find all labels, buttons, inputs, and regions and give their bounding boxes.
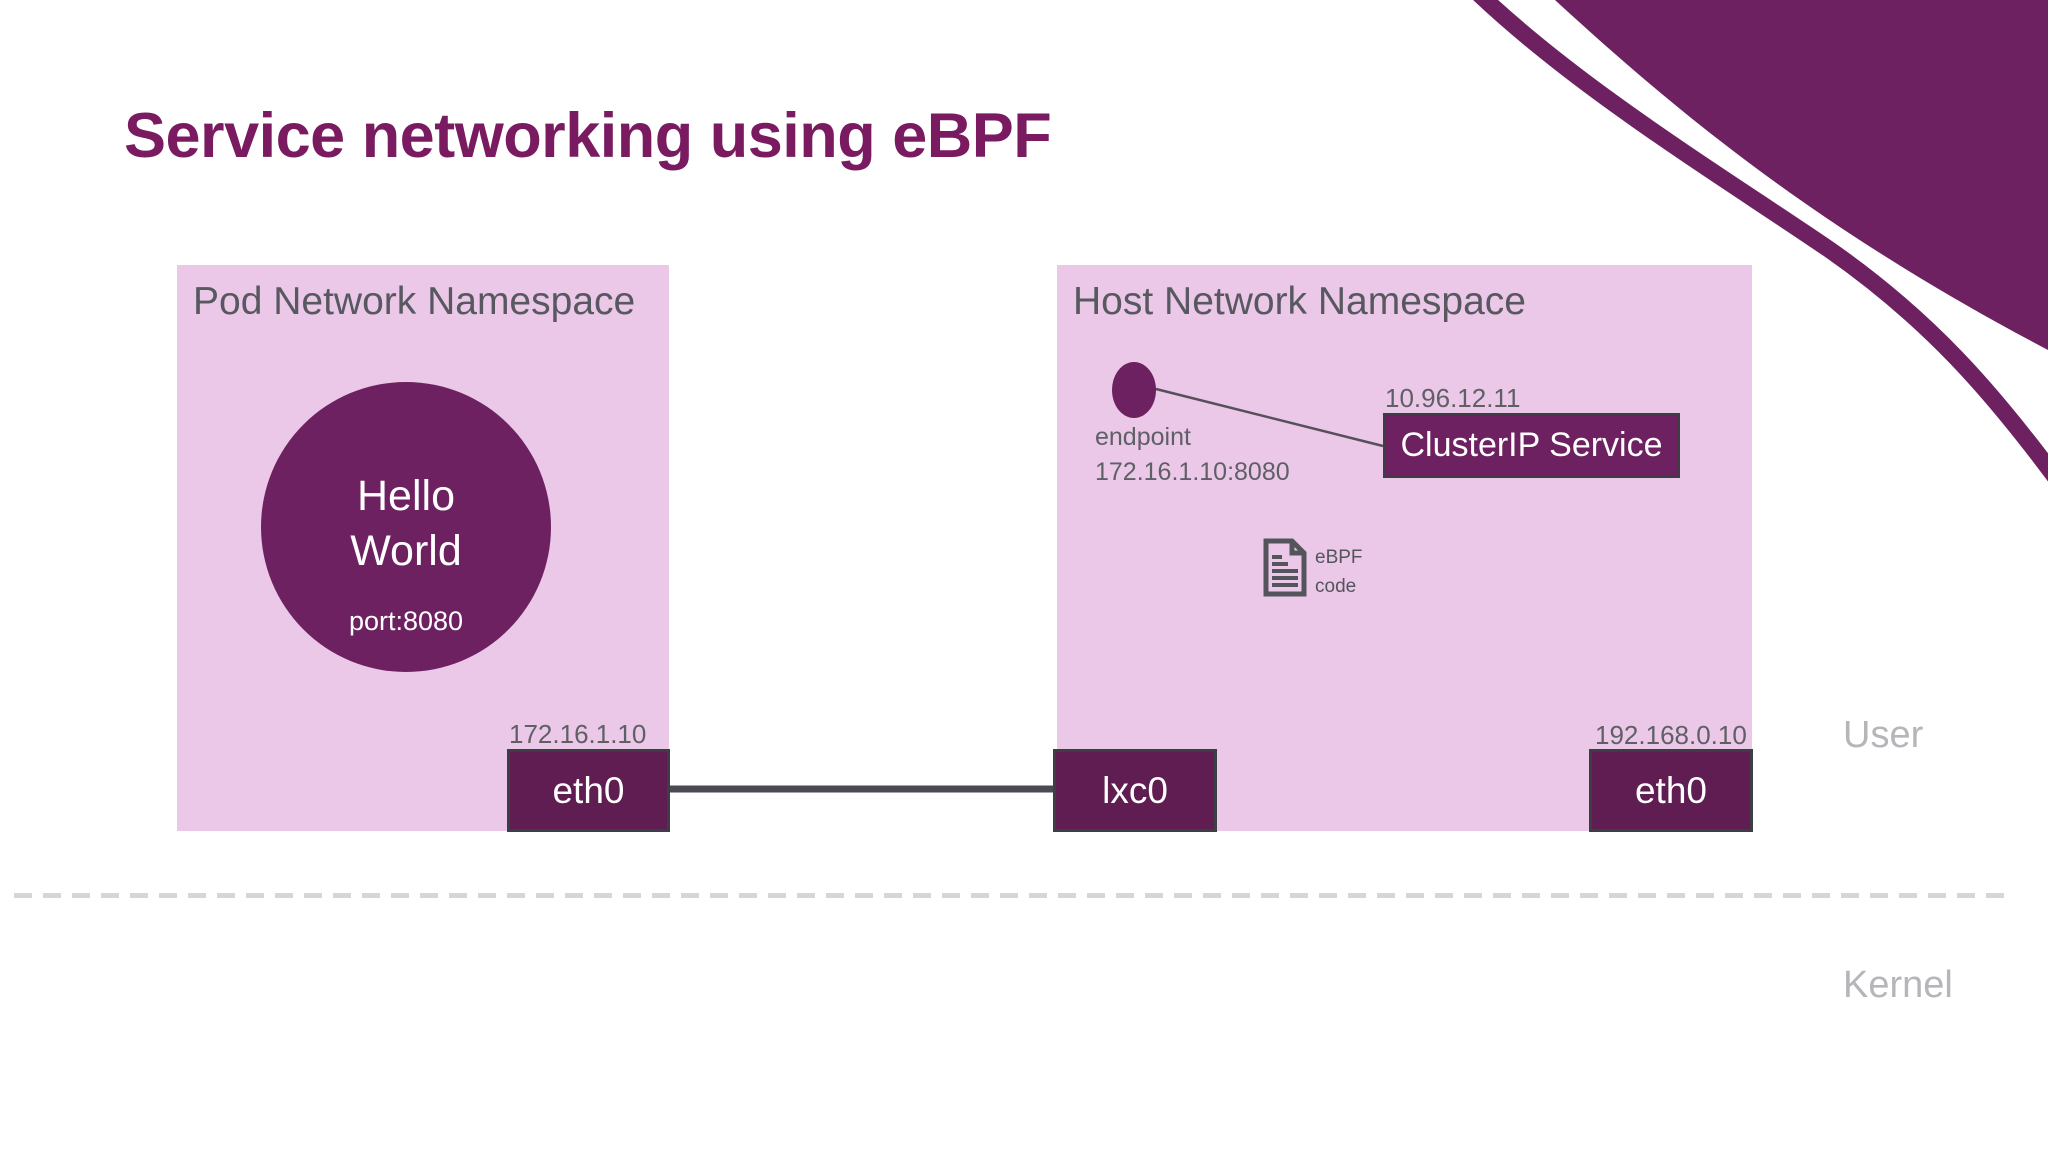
pod-circle-content: Hello World port:8080 — [316, 469, 496, 636]
lxc0-label: lxc0 — [1102, 769, 1168, 811]
pod-eth0-ip-label: 172.16.1.10 — [509, 719, 647, 749]
pod-eth0-label: eth0 — [552, 769, 625, 811]
endpoint-address: 172.16.1.10:8080 — [1095, 458, 1290, 486]
kernel-space-label: Kernel — [1843, 964, 1953, 1006]
hello-world-pod-circle: Hello World port:8080 — [261, 382, 551, 672]
host-namespace-panel: Host Network Namespace endpoint 172.16.1… — [1053, 265, 1753, 832]
ebpf-code-document-icon — [1263, 538, 1307, 597]
pod-app-name: Hello World — [350, 472, 462, 575]
clusterip-service-box: ClusterIP Service — [1383, 413, 1680, 478]
endpoint-label: endpoint — [1095, 423, 1191, 451]
endpoint-dot — [1112, 362, 1156, 418]
host-eth0-box: eth0 — [1589, 749, 1753, 832]
host-eth0-label: eth0 — [1634, 769, 1707, 811]
user-kernel-divider — [14, 893, 2010, 898]
user-space-label: User — [1843, 714, 1924, 756]
endpoint-text: endpoint 172.16.1.10:8080 — [1095, 420, 1290, 490]
pod-namespace-label: Pod Network Namespace — [193, 280, 636, 323]
host-namespace-label: Host Network Namespace — [1073, 280, 1526, 323]
pod-eth0-box: eth0 — [507, 749, 670, 832]
pod-app-port: port:8080 — [348, 605, 464, 636]
ebpf-code-label: eBPF code — [1315, 547, 1363, 598]
lxc0-box: lxc0 — [1053, 749, 1217, 832]
host-eth0-ip-label: 192.168.0.10 — [1595, 720, 1747, 750]
clusterip-service-label: ClusterIP Service — [1400, 426, 1663, 464]
pod-namespace-panel: Pod Network Namespace Hello World port:8… — [177, 265, 670, 832]
page-title: Service networking using eBPF — [124, 101, 1052, 171]
clusterip-ip-label: 10.96.12.11 — [1385, 383, 1521, 413]
